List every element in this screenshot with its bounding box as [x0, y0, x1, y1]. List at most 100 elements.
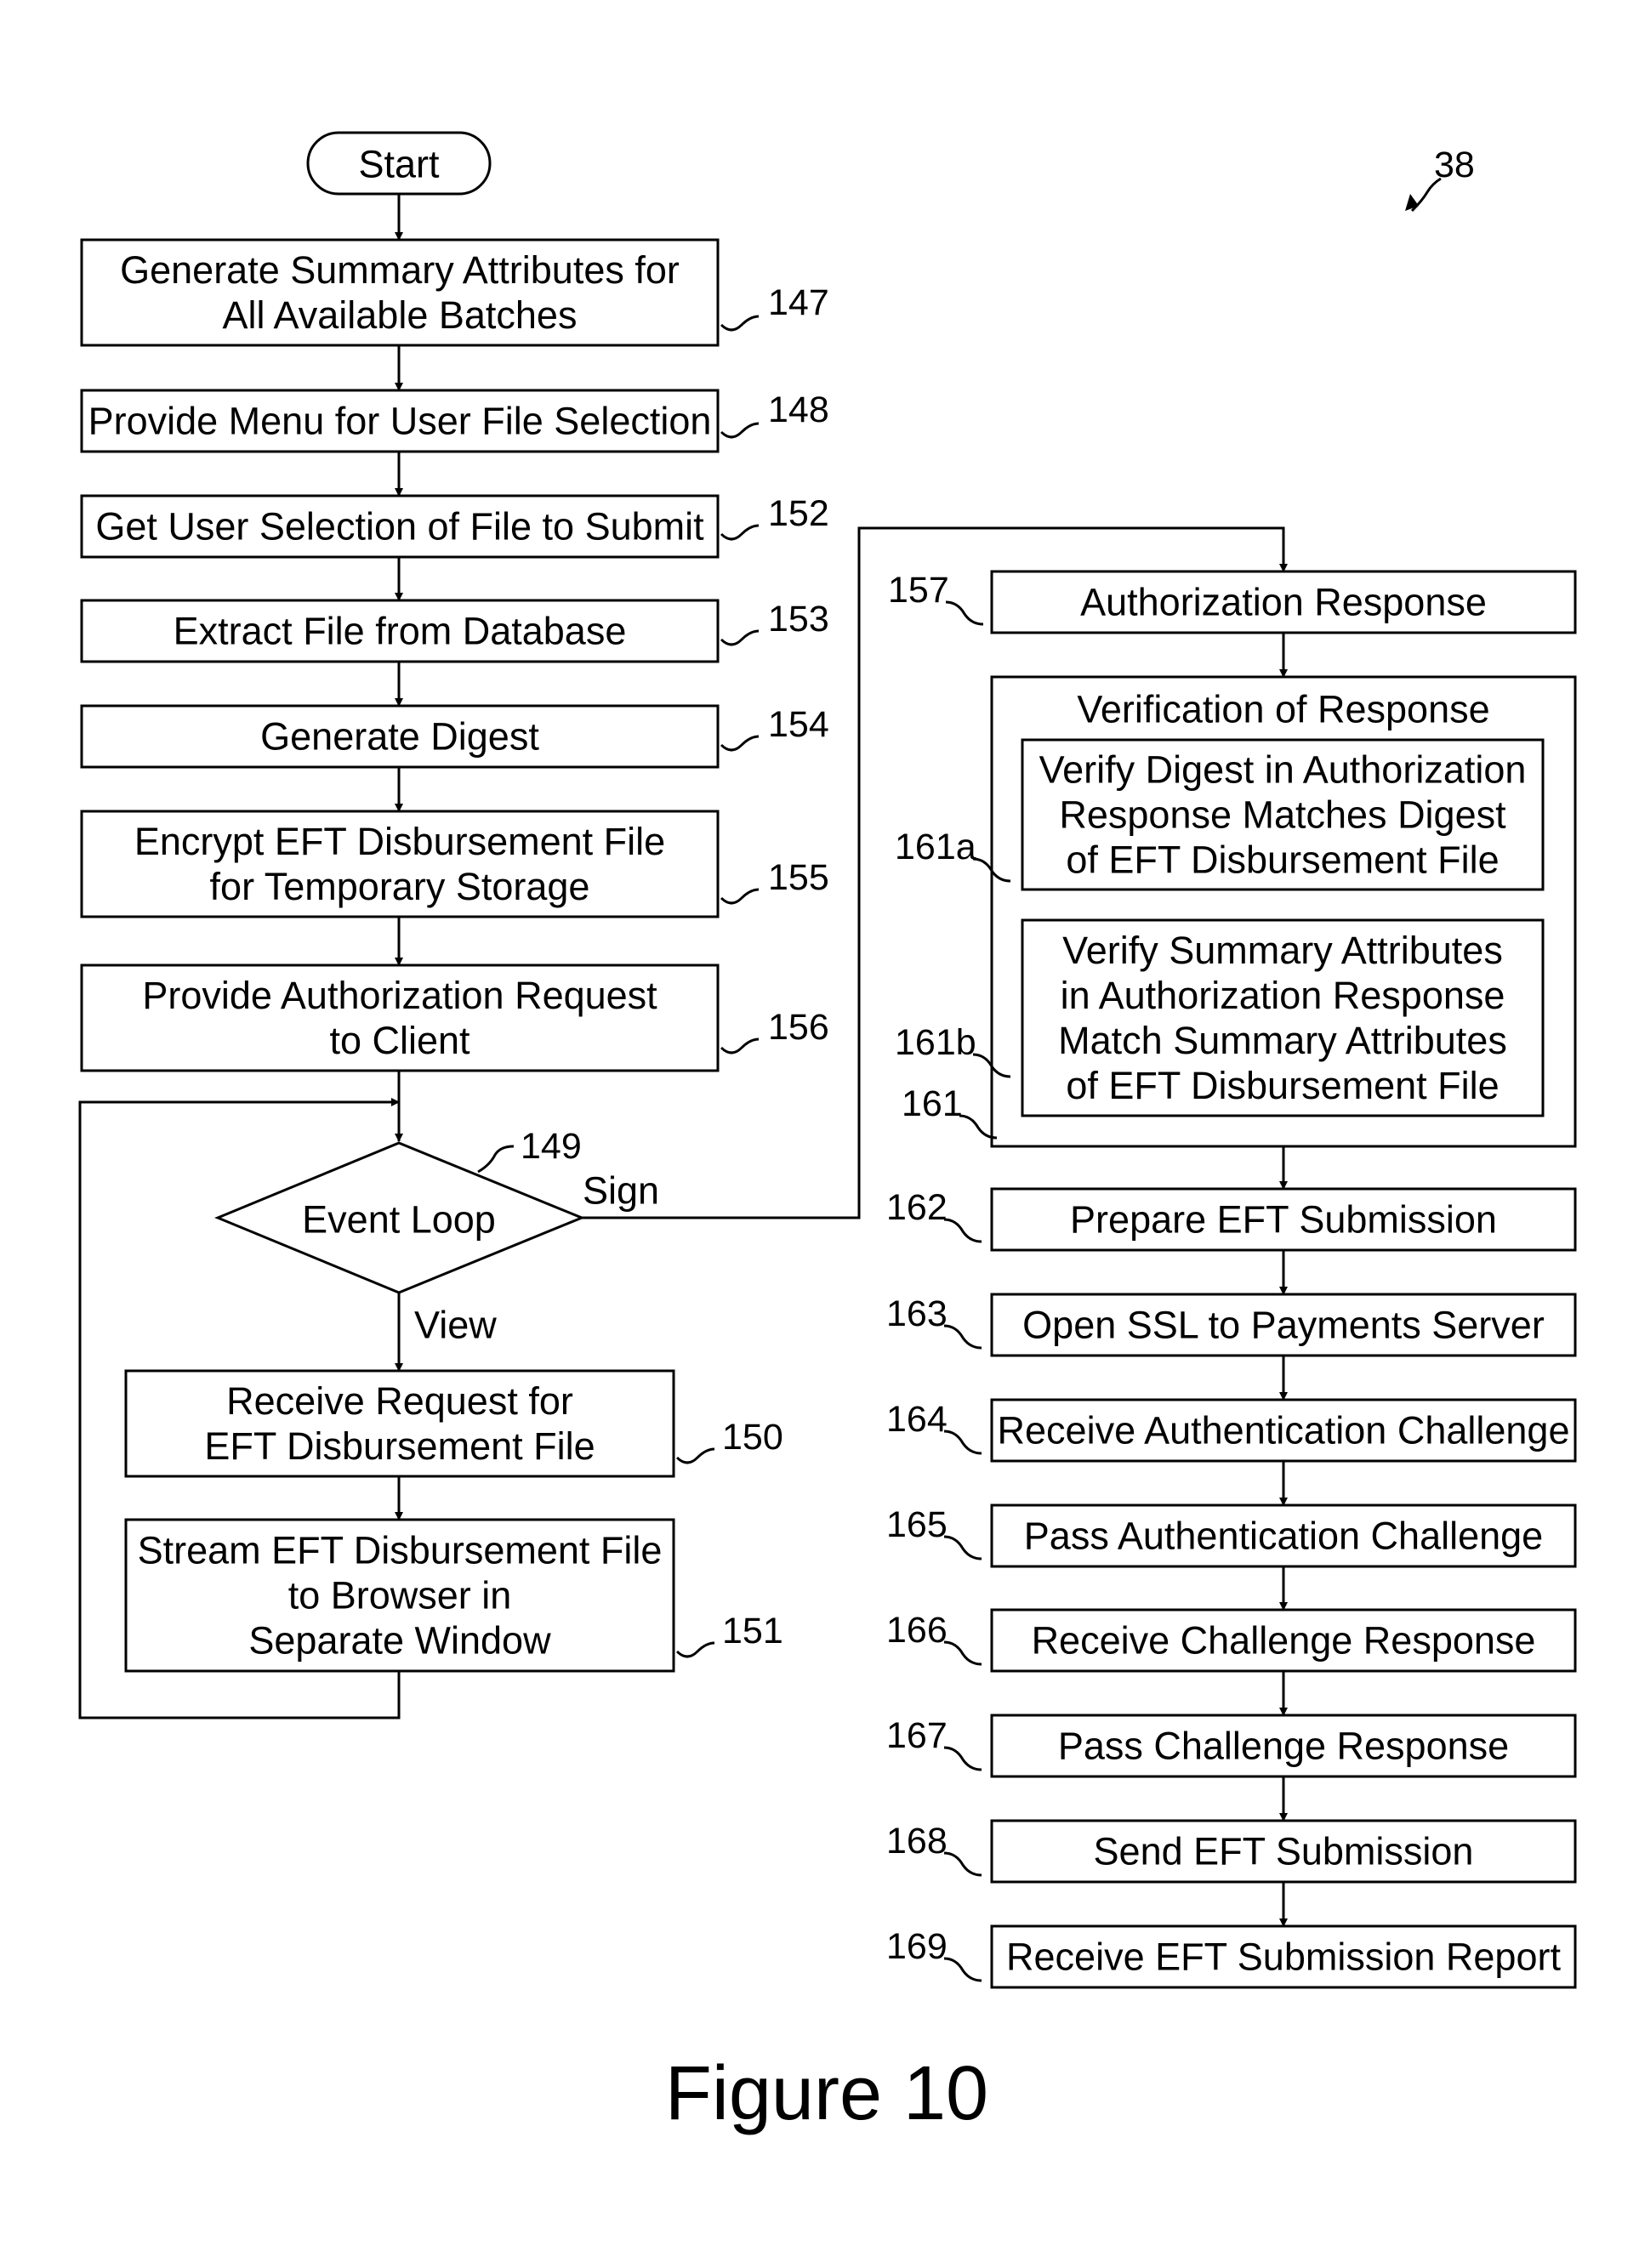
ref-149: 149 — [477, 1126, 582, 1174]
ref-151: 151 — [675, 1611, 783, 1658]
ref-leader — [943, 1640, 982, 1666]
ref-leader — [720, 422, 760, 439]
ref-163: 163 — [886, 1293, 982, 1350]
step-166-shape — [990, 1608, 1577, 1673]
step-169: Receive EFT Submission Report — [990, 1924, 1577, 1989]
start-terminal: Start — [306, 131, 492, 196]
ref-number: 147 — [768, 282, 829, 323]
ref-147: 147 — [720, 282, 829, 332]
step-153: Extract File from Database — [80, 599, 720, 663]
start-shape — [306, 131, 492, 196]
start-label: Start — [358, 143, 440, 186]
step-156-shape — [80, 963, 720, 1072]
step-150-shape — [124, 1369, 675, 1478]
step-169-label-line: Receive EFT Submission Report — [1006, 1935, 1561, 1979]
ref-leader — [477, 1145, 515, 1174]
ref-164: 164 — [886, 1399, 982, 1455]
ref-number: 154 — [768, 704, 829, 745]
step-148-shape — [80, 389, 720, 453]
ref-165: 165 — [886, 1504, 982, 1560]
figure-ref-38: 38 — [1405, 145, 1475, 213]
ref-leader — [959, 1114, 998, 1140]
ref-number: 166 — [886, 1610, 948, 1651]
ref-167: 167 — [886, 1715, 982, 1771]
ref-number: 168 — [886, 1821, 948, 1862]
ref-leader — [972, 857, 1011, 883]
ref-162: 162 — [886, 1187, 982, 1243]
ref-number: 156 — [768, 1007, 829, 1048]
ref-leader — [945, 600, 984, 626]
step-166-label-line: Receive Challenge Response — [1032, 1619, 1536, 1663]
ref-leader — [943, 1324, 982, 1350]
ref-leader — [675, 1447, 715, 1464]
ref-156: 156 — [720, 1007, 829, 1054]
step-163-label-line: Open SSL to Payments Server — [1022, 1304, 1545, 1347]
ref-number: 169 — [886, 1926, 948, 1967]
step-157-shape — [990, 570, 1577, 634]
step-163: Open SSL to Payments Server — [990, 1293, 1577, 1357]
step-152-shape — [80, 494, 720, 559]
step-161b-shape — [1021, 918, 1545, 1117]
step-168-shape — [990, 1819, 1577, 1884]
step-151-label-line: Stream EFT Disbursement File — [138, 1529, 663, 1572]
ref-number: 148 — [768, 389, 829, 430]
step-152: Get User Selection of File to Submit — [80, 494, 720, 559]
step-157-label-line: Authorization Response — [1080, 581, 1487, 624]
ref-leader — [943, 1957, 982, 1982]
step-169-shape — [990, 1924, 1577, 1989]
ref-leader — [943, 1851, 982, 1877]
step-164-shape — [990, 1398, 1577, 1463]
step-150-label-line: EFT Disbursement File — [204, 1424, 595, 1468]
ref-161b: 161b — [895, 1022, 1011, 1078]
step-162-label-line: Prepare EFT Submission — [1070, 1198, 1497, 1242]
ref-155: 155 — [720, 857, 829, 905]
ref-169: 169 — [886, 1926, 982, 1982]
ref-leader — [720, 1037, 760, 1054]
ref-leader — [720, 735, 760, 752]
step-165-shape — [990, 1503, 1577, 1568]
ref-leader — [720, 888, 760, 905]
step-147-shape — [80, 238, 720, 347]
step-161b-label-line: in Authorization Response — [1061, 974, 1505, 1017]
ref-157: 157 — [888, 570, 984, 626]
figure-ref-arrowhead — [1405, 194, 1419, 211]
step-148: Provide Menu for User File Selection — [80, 389, 720, 453]
step-147-label-line: All Available Batches — [223, 293, 578, 337]
step-154: Generate Digest — [80, 704, 720, 769]
step-161b-label-line: Verify Summary Attributes — [1062, 929, 1503, 972]
ref-leader — [720, 315, 760, 332]
step-167: Pass Challenge Response — [990, 1714, 1577, 1778]
ref-161a: 161a — [895, 827, 1011, 883]
step-161a-label-line: Verify Digest in Authorization — [1039, 748, 1527, 792]
step-166: Receive Challenge Response — [990, 1608, 1577, 1673]
ref-number: 164 — [886, 1399, 948, 1440]
ref-148: 148 — [720, 389, 829, 439]
ref-168: 168 — [886, 1821, 982, 1877]
ref-number: 167 — [886, 1715, 948, 1756]
ref-number: 155 — [768, 857, 829, 898]
step-165: Pass Authentication Challenge — [990, 1503, 1577, 1568]
ref-leader — [943, 1746, 982, 1771]
ref-leader — [972, 1053, 1011, 1078]
step-154-label-line: Generate Digest — [260, 715, 539, 759]
ref-161: 161 — [902, 1083, 998, 1140]
step-161b-label-line: of EFT Disbursement File — [1066, 1064, 1499, 1107]
step-150-label-line: Receive Request for — [226, 1379, 573, 1423]
arrow-149-157 — [582, 526, 1288, 1219]
step-161b-label-line: Match Summary Attributes — [1058, 1019, 1507, 1062]
ref-number: 149 — [521, 1126, 582, 1167]
step-153-shape — [80, 599, 720, 663]
ref-number: 162 — [886, 1187, 948, 1228]
step-148-label-line: Provide Menu for User File Selection — [88, 400, 712, 443]
step-161a-label-line: of EFT Disbursement File — [1066, 838, 1499, 882]
step-164: Receive Authentication Challenge — [990, 1398, 1577, 1463]
step-162: Prepare EFT Submission — [990, 1187, 1577, 1252]
step-147-label-line: Generate Summary Attributes for — [120, 248, 680, 292]
ref-number: 161b — [895, 1022, 976, 1063]
step-155-label-line: Encrypt EFT Disbursement File — [134, 820, 665, 863]
ref-number: 161a — [895, 827, 976, 867]
